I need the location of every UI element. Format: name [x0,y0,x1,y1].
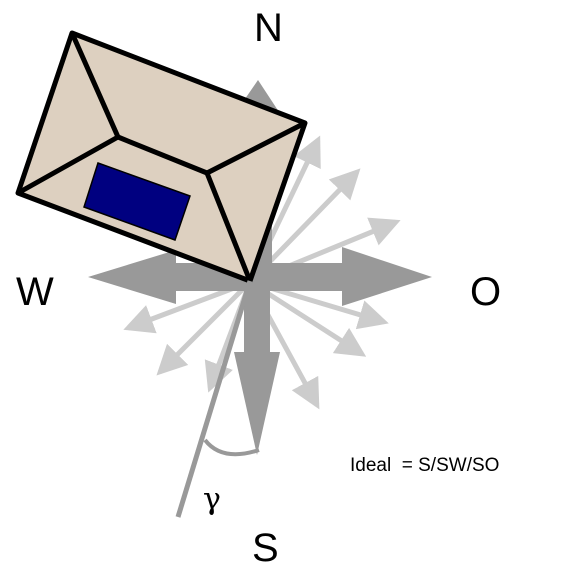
roof [18,33,305,281]
ideal-orientation-note: Ideal = S/SW/SO [350,455,499,477]
label-west: W [16,272,54,312]
label-north: N [254,8,283,48]
label-south: S [252,528,279,568]
azimuth-angle-symbol: γ [203,482,221,517]
angle-arc [205,440,259,454]
label-east: O [470,272,501,312]
